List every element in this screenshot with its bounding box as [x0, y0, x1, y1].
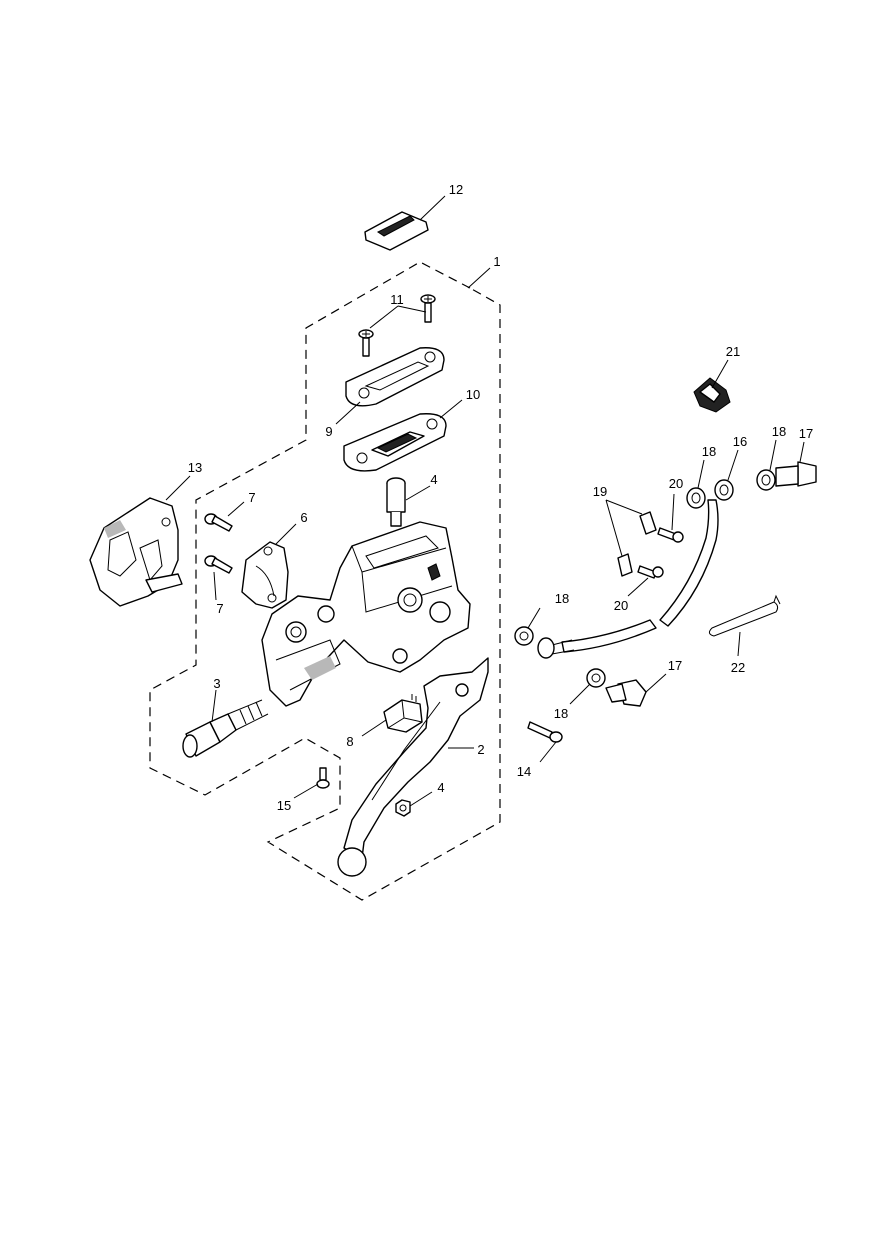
part-14-screw [527, 721, 563, 743]
part-18-washers [514, 469, 776, 688]
label-4b: 4 [437, 780, 444, 795]
part-15-screw [316, 767, 330, 789]
label-21: 21 [726, 344, 740, 359]
part-22-spring-clip [708, 594, 781, 637]
part-19-clips [617, 511, 657, 577]
part-6-clamp [241, 541, 289, 609]
label-4a: 4 [430, 472, 437, 487]
part-13-switch-housing [89, 497, 183, 607]
callout-labels: 12 1 11 9 10 4 13 7 7 6 3 8 2 15 4 18 18… [188, 182, 813, 813]
part-16-brake-hose [537, 479, 734, 659]
leader-lines [165, 195, 805, 807]
master-cylinder-body [261, 521, 471, 707]
part-8-brake-switch [383, 694, 423, 733]
label-14: 14 [517, 764, 531, 779]
label-10: 10 [466, 387, 480, 402]
part-2-lever [337, 657, 489, 877]
label-3: 3 [213, 676, 220, 691]
part-7-screws [204, 513, 233, 574]
label-20b: 20 [614, 598, 628, 613]
label-13: 13 [188, 460, 202, 475]
part-10-diaphragm [343, 413, 447, 472]
part-4-pivot-bolt [386, 477, 406, 527]
part-11-screws [358, 294, 436, 357]
label-20a: 20 [669, 476, 683, 491]
label-2: 2 [477, 742, 484, 757]
part-20-screws [637, 527, 684, 579]
label-17a: 17 [799, 426, 813, 441]
label-17b: 17 [668, 658, 682, 673]
part-21-grommet [693, 377, 731, 413]
label-18d: 18 [554, 706, 568, 721]
part-9-diaphragm-plate [345, 347, 445, 407]
label-19: 19 [593, 484, 607, 499]
part-3-plunger [182, 699, 269, 758]
label-15: 15 [277, 798, 291, 813]
assembly-boundary [149, 261, 501, 901]
part-4-nut [395, 799, 411, 817]
label-18a: 18 [702, 444, 716, 459]
label-18b: 18 [772, 424, 786, 439]
label-9: 9 [325, 424, 332, 439]
label-18c: 18 [555, 591, 569, 606]
label-8: 8 [346, 734, 353, 749]
label-7a: 7 [248, 490, 255, 505]
part-17-banjo-bolts [605, 461, 817, 707]
label-12: 12 [449, 182, 463, 197]
label-22: 22 [731, 660, 745, 675]
label-11: 11 [390, 292, 404, 307]
label-7b: 7 [216, 601, 223, 616]
label-6: 6 [300, 510, 307, 525]
label-1: 1 [493, 254, 500, 269]
part-12-cap-decal [364, 211, 429, 251]
label-16: 16 [733, 434, 747, 449]
